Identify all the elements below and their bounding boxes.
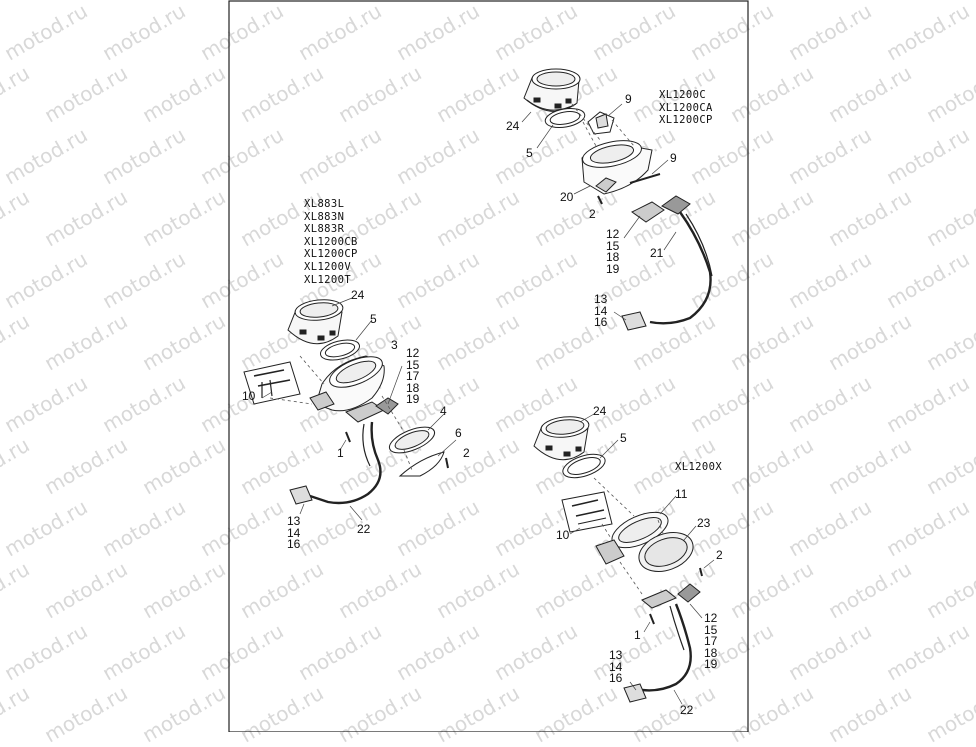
callout-number: 16: [287, 537, 301, 551]
callout-22: 22: [680, 703, 694, 717]
assembly-left: [243, 297, 457, 521]
callout-stack: 13 14 16: [594, 292, 608, 329]
callout-number: 15: [406, 357, 420, 372]
callout-23: 23: [697, 516, 711, 530]
callout-5: 5: [526, 146, 533, 160]
diagram-drawing: [228, 0, 749, 732]
screw-9: [629, 173, 661, 184]
gauge-head-24-left: [287, 299, 344, 345]
harness-22-br: [623, 583, 701, 703]
model-label: XL1200V: [304, 260, 352, 273]
callout-stack: 12 15 17 18 19: [406, 346, 420, 406]
housing-11: [595, 511, 669, 565]
model-list-left: XL883L XL883N XL883R XL1200CB XL1200CP X…: [304, 198, 358, 286]
model-label: XL1200C: [659, 89, 707, 101]
harness-21: [621, 195, 713, 331]
model-label: XL1200CP: [304, 248, 358, 261]
callout-number: 15: [704, 622, 718, 637]
model-label: XL1200CA: [659, 101, 713, 114]
assembly-top-right: [521, 68, 713, 331]
model-list-bottom-right: XL1200X: [675, 461, 722, 474]
callout-24: 24: [351, 288, 365, 302]
callout-number: 13: [287, 514, 301, 528]
callout-20: 20: [560, 190, 574, 204]
callout-number: 18: [606, 250, 620, 264]
screw-2: [597, 195, 603, 205]
harness-22-left: [289, 397, 399, 505]
callout-stack: 12 15 18 19: [606, 227, 620, 276]
callout-24: 24: [506, 119, 520, 133]
callout-number: 14: [609, 659, 623, 674]
model-label: XL1200CP: [659, 114, 713, 127]
callout-number: 17: [704, 634, 718, 648]
callout-number: 12: [606, 227, 620, 241]
bracket-9: [587, 111, 615, 135]
model-label: XL1200CB: [304, 235, 358, 248]
callout-stack: 12 15 17 18 19: [704, 611, 718, 671]
housing-20: [581, 140, 653, 195]
model-label: XL883R: [304, 223, 345, 236]
callout-9: 9: [670, 151, 677, 165]
callout-number: 13: [609, 648, 623, 662]
callout-stack: 13 14 16: [287, 514, 301, 551]
assembly-bottom-right: [533, 413, 715, 705]
callout-number: 13: [594, 292, 608, 306]
callout-9: 9: [625, 92, 632, 106]
gasket-6: [398, 451, 445, 477]
callout-2: 2: [589, 207, 596, 221]
screw-2-br: [699, 567, 703, 577]
callout-5: 5: [620, 431, 627, 445]
callout-number: 14: [287, 525, 301, 540]
screw-1-br: [649, 613, 655, 625]
callout-5: 5: [370, 312, 377, 326]
callout-10: 10: [556, 528, 570, 542]
callout-3: 3: [391, 338, 398, 352]
callout-21: 21: [650, 246, 664, 260]
callout-number: 18: [406, 380, 420, 395]
callout-number: 12: [406, 346, 420, 360]
gauge-head-24: [523, 68, 581, 112]
callout-stack: 13 14 16: [609, 648, 623, 685]
callout-22: 22: [357, 522, 371, 536]
callout-2: 2: [716, 548, 723, 562]
callout-4: 4: [440, 404, 447, 418]
model-label: XL1200X: [675, 461, 723, 473]
callout-number: 15: [606, 238, 620, 253]
screw-1-left: [345, 431, 351, 443]
callout-11: 11: [675, 487, 688, 501]
diagram-frame: [228, 0, 749, 732]
callout-number: 16: [609, 671, 623, 685]
housing-3: [309, 355, 385, 412]
callout-number: 19: [704, 657, 718, 671]
leader-lines-tr: [571, 103, 635, 147]
callout-number: 19: [606, 261, 620, 276]
model-label: XL883N: [304, 210, 345, 223]
callout-2: 2: [463, 446, 470, 460]
callout-number: 17: [406, 369, 420, 383]
model-label: XL1200T: [304, 273, 352, 286]
model-list-top-right: XL1200C XL1200CA XL1200CP: [659, 89, 713, 127]
decal-card-10-br: [561, 491, 613, 533]
callout-number: 19: [406, 392, 420, 406]
callout-10: 10: [242, 389, 256, 403]
gauge-head-24-br: [533, 416, 590, 461]
model-label: XL883L: [304, 198, 345, 210]
screw-2-left: [445, 457, 449, 469]
decal-card-10: [243, 361, 301, 405]
callout-1: 1: [337, 446, 344, 460]
callout-number: 18: [704, 645, 718, 660]
back-cover-23: [638, 532, 694, 572]
callout-number: 14: [594, 303, 608, 318]
callout-24: 24: [593, 404, 607, 418]
callout-6: 6: [455, 426, 462, 440]
callout-1: 1: [634, 628, 641, 642]
callout-number: 12: [704, 611, 718, 625]
callout-number: 16: [594, 315, 608, 329]
